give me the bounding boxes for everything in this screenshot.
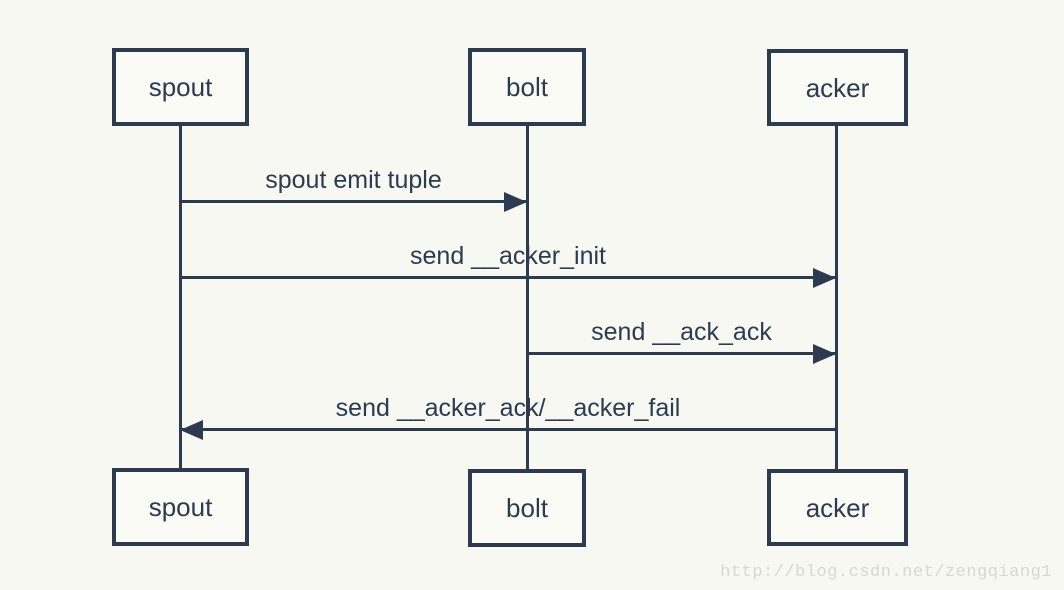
watermark-url: http://blog.csdn.net/zengqiang1: [720, 563, 1052, 582]
lifeline-bolt: [526, 126, 529, 469]
message-send-ack-ack: send __ack_ack: [527, 318, 836, 364]
actor-box-bolt-bottom: bolt: [468, 469, 586, 547]
message-spout-emit-tuple: spout emit tuple: [180, 166, 527, 212]
actor-box-acker-bottom: acker: [767, 469, 908, 546]
arrowhead-right-icon: [504, 191, 527, 212]
message-line: [180, 276, 836, 279]
arrowhead-right-icon: [813, 267, 836, 288]
message-label: send __acker_ack/__acker_fail: [335, 393, 681, 422]
message-line: [527, 352, 836, 355]
actor-box-spout-top: spout: [112, 48, 249, 126]
lifeline-acker: [835, 126, 838, 469]
actor-box-acker-top: acker: [767, 49, 908, 126]
arrowhead-left-icon: [180, 419, 203, 440]
arrowhead-right-icon: [813, 343, 836, 364]
message-label: send __acker_init: [410, 241, 606, 270]
message-label: send __ack_ack: [591, 317, 772, 346]
message-line: [180, 428, 836, 431]
message-line: [180, 200, 527, 203]
message-label: spout emit tuple: [265, 165, 442, 194]
actor-box-spout-bottom: spout: [112, 468, 249, 546]
message-send-acker-init: send __acker_init: [180, 242, 836, 288]
actor-box-bolt-top: bolt: [468, 48, 586, 126]
lifeline-spout: [179, 126, 182, 469]
message-send-acker-ack-fail: send __acker_ack/__acker_fail: [180, 394, 836, 440]
